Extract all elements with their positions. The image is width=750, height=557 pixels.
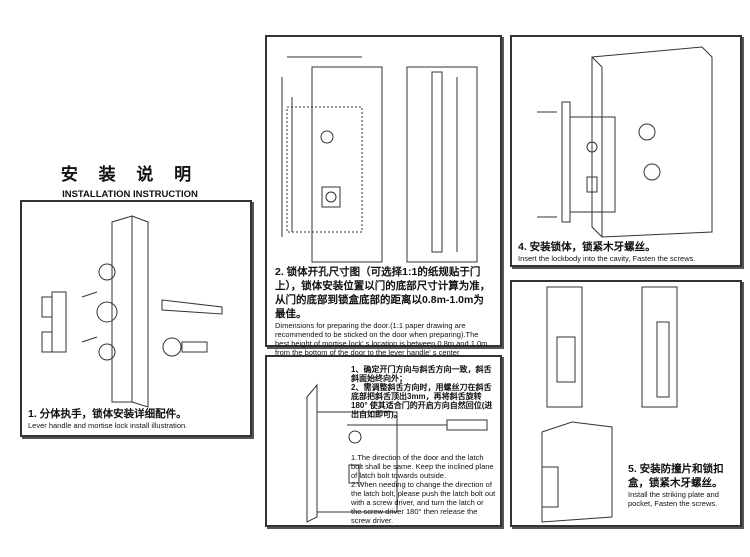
- step3-cn1: 1、确定开门方向与斜舌方向一致，斜舌斜面始终向外；: [351, 365, 492, 383]
- step2-en: Dimensions for preparing the door.(1:1 p…: [275, 321, 488, 357]
- step3-en2: 2.When needing to change the direction o…: [351, 480, 496, 525]
- step3-cn2: 2、需调整斜舌方向时，用螺丝刀在斜舌底部把斜舌顶出3mm，再将斜舌旋转180° …: [351, 383, 493, 419]
- panel-step1: 1. 分体执手，锁体安装详细配件。 Lever handle and morti…: [20, 200, 252, 437]
- step4-cn: 4. 安装锁体，锁紧木牙螺丝。: [518, 241, 656, 253]
- panel-step2: 2. 锁体开孔尺寸图（可选择1:1的纸规贴于门上），锁体安装位置以门的底部尺寸计…: [265, 35, 502, 357]
- step1-en: Lever handle and mortise lock install il…: [28, 421, 188, 430]
- step1-cn: 1. 分体执手，锁体安装详细配件。: [28, 408, 187, 420]
- striking-plate-illustration: [541, 286, 678, 523]
- door-dimension-drawing: [281, 56, 478, 263]
- title-en: INSTALLATION INSTRUCTION: [62, 189, 198, 200]
- step5-en: Install the striking plate and pocket, F…: [628, 490, 719, 508]
- lockbody-insert-illustration: [537, 46, 713, 238]
- panel-step3: 1、确定开门方向与斜舌方向一致，斜舌斜面始终向外； 2、需调整斜舌方向时，用螺丝…: [265, 355, 502, 527]
- latch-reversal-illustration: [306, 383, 488, 523]
- step3-en1: 1.The direction of the door and the latc…: [351, 453, 494, 480]
- title-cn: 安 装 说 明: [60, 165, 200, 184]
- document-title: 安 装 说 明 INSTALLATION INSTRUCTION: [60, 160, 200, 200]
- step4-en: Insert the lockbody into the cavity, Fas…: [518, 254, 696, 263]
- step5-cn: 5. 安装防撞片和锁扣盒，锁紧木牙螺丝。: [628, 463, 724, 489]
- lever-handle-illustration: [41, 215, 223, 408]
- panel-step5: 5. 安装防撞片和锁扣盒，锁紧木牙螺丝。 Install the strikin…: [510, 280, 742, 527]
- panel-step4: 4. 安装锁体，锁紧木牙螺丝。 Insert the lockbody into…: [510, 35, 742, 267]
- step2-cn: 2. 锁体开孔尺寸图（可选择1:1的纸规贴于门上），锁体安装位置以门的底部尺寸计…: [275, 266, 491, 320]
